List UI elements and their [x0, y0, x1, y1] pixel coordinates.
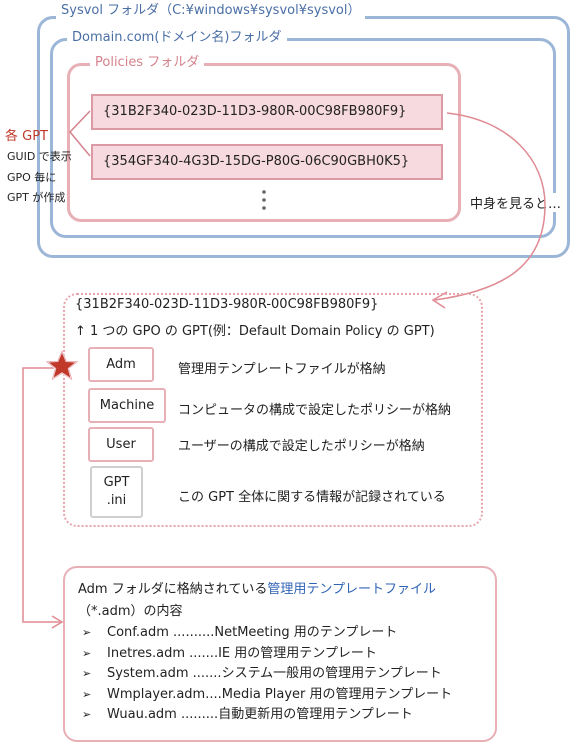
adm-folder[interactable]: Adm — [88, 347, 154, 382]
gpt-guid-box-1[interactable]: {31B2F340-023D-11D3-980R-00C98FB980F9} — [91, 94, 443, 130]
guid-note-line1: GUID で表示 — [7, 150, 72, 163]
adm-title-prefix: Adm フォルダに格納されている — [78, 582, 268, 597]
list-item: ➢ Inetres.adm .......IE 用の管理用テンプレート — [82, 644, 452, 665]
list-item: ➢ System.adm .......システム一般用の管理用テンプレート — [82, 664, 452, 685]
arrow-bullet-icon: ➢ — [82, 687, 92, 701]
adm-file-name: Inetres.adm ....... — [107, 645, 219, 661]
policies-folder-frame — [67, 63, 461, 222]
adm-file-name: Wmplayer.adm.... — [107, 686, 222, 702]
adm-file-name: System.adm ....... — [107, 666, 222, 681]
adm-file-list: ➢Conf.adm ..........NetMeeting 用のテンプレート … — [82, 623, 452, 726]
arrow-bullet-icon: ➢ — [82, 626, 92, 639]
list-item: ➢ Conf.adm ..........NetMeeting 用のテンプレート — [82, 623, 452, 644]
adm-folder-desc: 管理用テンプレートファイルが格納 — [178, 362, 386, 377]
callout-text: 中身を見ると… — [470, 193, 562, 212]
adm-file-desc: 自動更新用の管理用テンプレート — [218, 707, 413, 722]
adm-file-desc: IE 用の管理用テンプレート — [218, 645, 377, 661]
adm-contents-box — [63, 566, 497, 742]
policies-folder-label: Policies フォルダ — [90, 55, 205, 71]
adm-file-desc: システム一般用の管理用テンプレート — [221, 666, 442, 681]
gpt-ini-name-line2: .ini — [106, 493, 127, 508]
star-icon — [44, 349, 80, 383]
adm-file-desc: Media Player 用の管理用テンプレート — [221, 686, 453, 702]
list-item: ➢ Wmplayer.adm....Media Player 用の管理用テンプレー… — [82, 685, 452, 706]
admin-template-link[interactable]: 管理用テンプレートファイル — [267, 582, 436, 597]
adm-file-name: Wuau.adm ......... — [107, 707, 219, 722]
adm-contents-title: Adm フォルダに格納されている管理用テンプレートファイル — [78, 578, 436, 597]
arrow-bullet-icon: ➢ — [82, 646, 92, 660]
vertical-ellipsis-icon — [261, 188, 267, 214]
gpt-detail-subheader: ↑ 1 つの GPO の GPT(例：Default Domain Policy… — [75, 324, 435, 339]
machine-folder[interactable]: Machine — [88, 388, 166, 423]
gpt-guid-box-2[interactable]: {354GF340-4G3D-15DG-P80G-06C90GBH0K5} — [91, 144, 443, 180]
gpt-note-line3: GPT が作成 — [7, 191, 66, 204]
arrow-bullet-icon: ➢ — [82, 667, 92, 680]
domain-folder-frame — [50, 38, 556, 238]
adm-file-desc: NetMeeting 用のテンプレート — [214, 625, 398, 640]
each-gpt-label: 各 GPT — [5, 129, 48, 144]
gpo-note-line2: GPO 毎に — [7, 171, 57, 184]
adm-file-name: Conf.adm .......... — [107, 625, 215, 640]
gpt-ini-name-line1: GPT — [103, 475, 130, 490]
gpt-detail-box — [63, 293, 483, 527]
gpt-ini-file[interactable]: GPT .ini — [90, 466, 143, 518]
list-item: ➢ Wuau.adm .........自動更新用の管理用テンプレート — [82, 705, 452, 726]
domain-folder-label: Domain.com(ドメイン名)フォルダ — [67, 30, 287, 46]
gpt-ini-desc: この GPT 全体に関する情報が記録されている — [178, 490, 446, 505]
adm-title-suffix: （*.adm）の内容 — [78, 604, 183, 619]
gpt-detail-header: {31B2F340-023D-11D3-980R-00C98FB980F9} — [75, 297, 379, 312]
user-folder[interactable]: User — [88, 427, 154, 462]
user-folder-desc: ユーザーの構成で設定したポリシーが格納 — [178, 439, 425, 454]
arrow-bullet-icon: ➢ — [82, 708, 92, 721]
sysvol-folder-label: Sysvol フォルダ（C:¥windows¥sysvol¥sysvol） — [56, 3, 366, 19]
machine-folder-desc: コンピュータの構成で設定したポリシーが格納 — [178, 403, 452, 418]
